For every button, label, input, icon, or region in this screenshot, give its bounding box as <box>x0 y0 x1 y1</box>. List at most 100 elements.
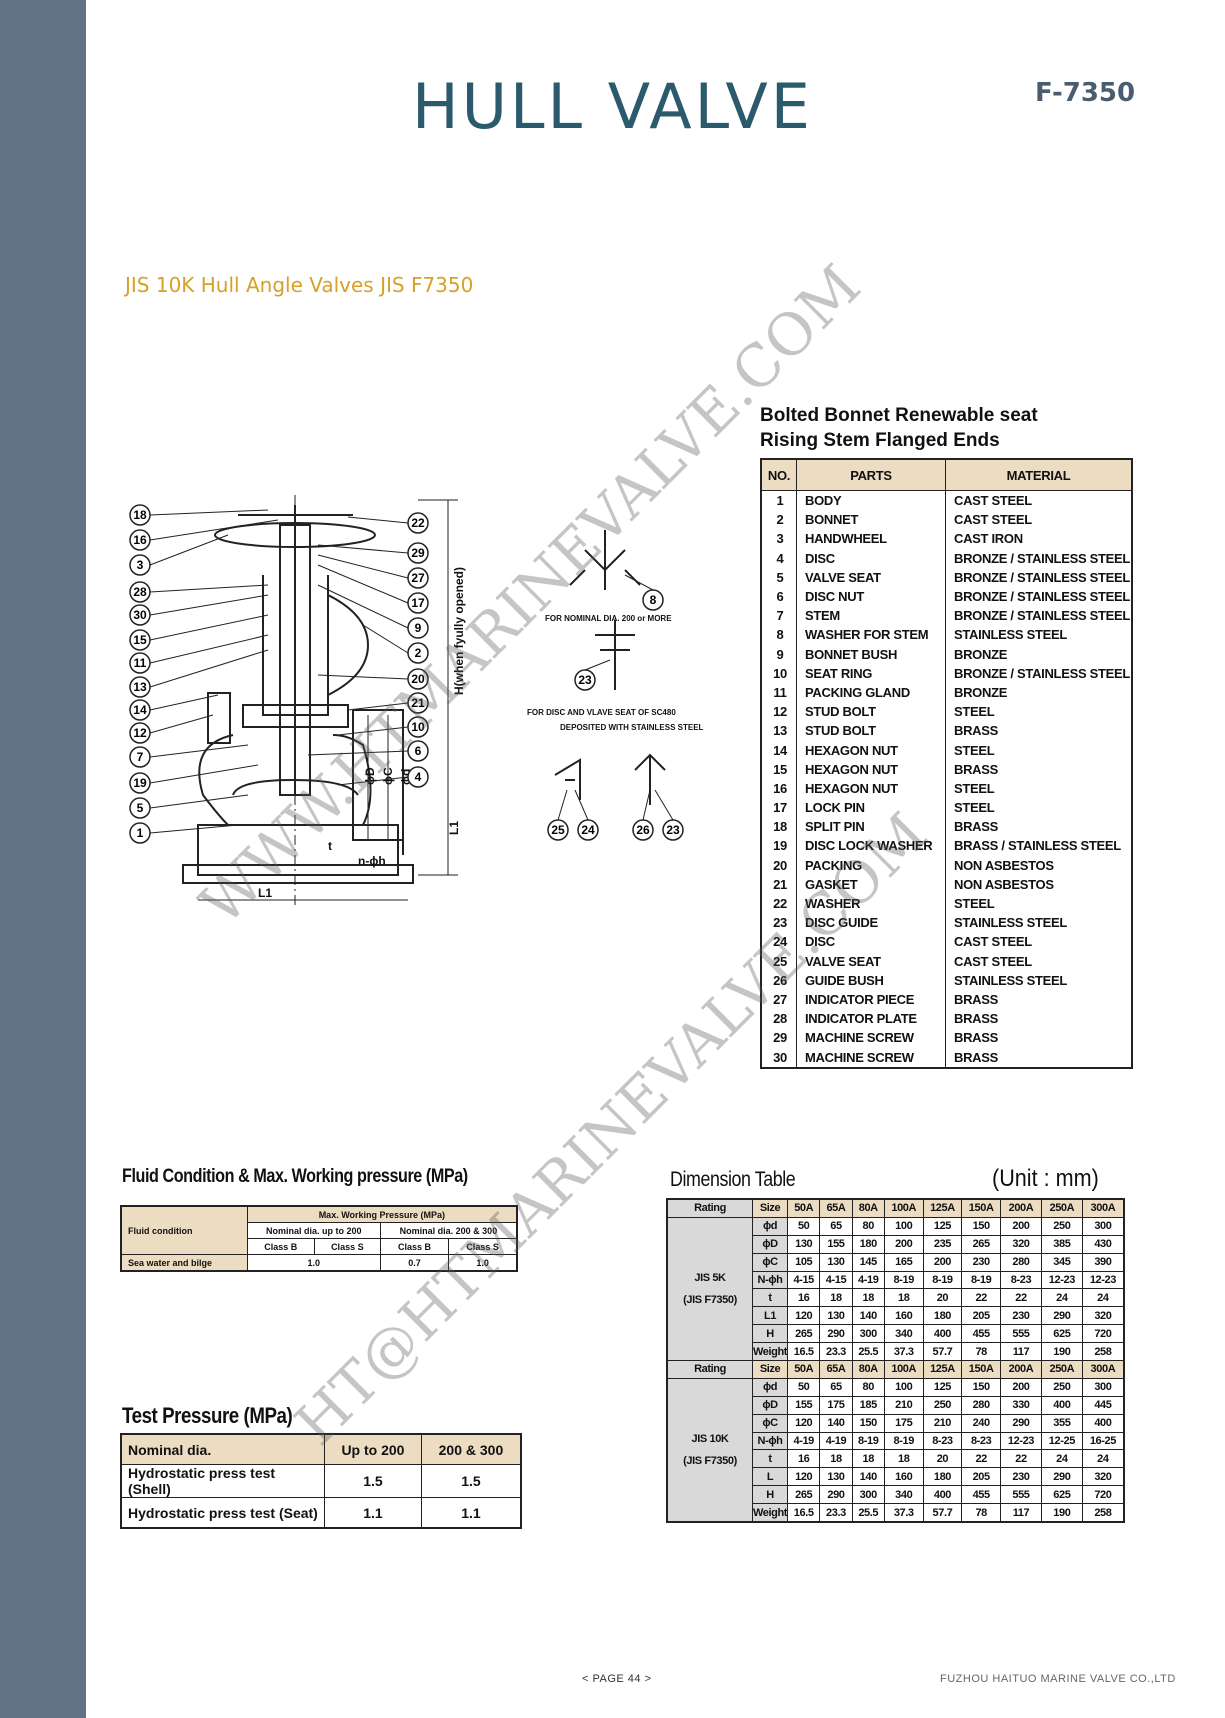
part-material: STAINLESS STEEL <box>945 625 1133 645</box>
balloon-label: 11 <box>134 656 147 670</box>
header-parts: PARTS <box>796 458 946 491</box>
balloon-label: 22 <box>411 516 425 530</box>
size-label: Size <box>751 1360 789 1379</box>
dimension-value: 140 <box>819 1413 853 1433</box>
part-balloon: 14 <box>129 694 219 721</box>
part-name: STEM <box>796 606 946 626</box>
part-balloon: 5 <box>129 794 249 819</box>
part-balloon: 15 <box>129 614 269 651</box>
dimension-value: 16 <box>787 1449 821 1469</box>
part-material: BRONZE <box>945 644 1133 664</box>
dimension-value: 175 <box>819 1395 853 1415</box>
dimension-value: 258 <box>1081 1342 1125 1362</box>
part-number: 2 <box>760 510 797 530</box>
class-s-1: Class S <box>313 1238 381 1255</box>
dimension-value: 340 <box>883 1485 924 1505</box>
dimension-value: 150 <box>961 1216 1002 1236</box>
part-material: STEEL <box>945 702 1133 722</box>
dimension-symbol: Weight <box>751 1342 789 1362</box>
dimension-value: 22 <box>1000 1449 1042 1469</box>
pressure-value-1: 1.0 <box>246 1254 381 1272</box>
balloon-label: 15 <box>133 633 147 647</box>
dimension-value: 290 <box>1000 1413 1042 1433</box>
part-balloon: 28 <box>129 581 269 603</box>
balloon-label: 23 <box>666 823 680 837</box>
size-column-header: 50A <box>787 1198 821 1218</box>
detail-drawing: FOR NOMINAL DIA. 200 or MORE FOR DISC AN… <box>527 530 704 841</box>
dimension-value: 280 <box>1000 1252 1042 1272</box>
dimension-value: 210 <box>922 1413 963 1433</box>
part-number: 29 <box>760 1028 797 1048</box>
dimension-value: 720 <box>1081 1324 1125 1344</box>
dimension-value: 300 <box>851 1324 885 1344</box>
dimension-value: 290 <box>819 1485 853 1505</box>
part-number: 13 <box>760 721 797 741</box>
part-number: 23 <box>760 913 797 933</box>
part-balloon: 22 <box>347 512 429 534</box>
dimension-value: 18 <box>883 1449 924 1469</box>
part-number: 6 <box>760 586 797 607</box>
dim-n-h: n-ϕh <box>358 854 386 868</box>
dimension-value: 4-19 <box>787 1431 821 1451</box>
dim-phi-c: ϕC <box>381 767 395 785</box>
size-column-header: 300A <box>1081 1360 1125 1379</box>
part-name: DISC NUT <box>796 586 946 607</box>
dimension-value: 4-19 <box>851 1270 885 1290</box>
part-name: GUIDE BUSH <box>796 970 946 990</box>
dimension-value: 8-23 <box>922 1431 963 1451</box>
part-material: BRONZE / STAINLESS STEEL <box>945 567 1133 587</box>
part-number: 14 <box>760 740 797 760</box>
dimension-value: 250 <box>922 1395 963 1415</box>
part-material: STAINLESS STEEL <box>945 913 1133 933</box>
balloon-label: 13 <box>133 680 147 694</box>
part-balloon: 9 <box>317 584 429 639</box>
dimension-value: 400 <box>922 1324 963 1344</box>
dimension-value: 205 <box>961 1467 1002 1487</box>
rating-label: Rating <box>666 1360 753 1379</box>
part-number: 22 <box>760 893 797 914</box>
balloon-label: 20 <box>411 672 425 686</box>
rating-standard: JIS 10K <box>691 1432 729 1445</box>
size-column-header: 65A <box>819 1360 853 1379</box>
dimension-value: 150 <box>961 1377 1002 1397</box>
dimension-value: 455 <box>961 1324 1002 1344</box>
dimension-value: 290 <box>1040 1467 1083 1487</box>
part-name: BONNET <box>796 510 946 530</box>
size-column-header: 80A <box>851 1360 885 1379</box>
part-material: BRASS <box>945 759 1133 779</box>
dimension-value: 37.3 <box>883 1503 924 1523</box>
group-200-300: Nominal dia. 200 & 300 <box>379 1222 518 1239</box>
part-balloon: 16 <box>129 519 279 551</box>
dimension-value: 280 <box>961 1395 1002 1415</box>
dim-l1-side: L1 <box>447 821 461 835</box>
dimension-value: 330 <box>1000 1395 1042 1415</box>
dimension-value: 18 <box>819 1288 853 1308</box>
dimension-value: 8-23 <box>961 1431 1002 1451</box>
part-balloon: 26 <box>632 789 654 841</box>
size-column-header: 125A <box>922 1360 963 1379</box>
balloon-label: 26 <box>636 823 650 837</box>
dimension-value: 300 <box>1081 1377 1125 1397</box>
dimension-symbol: N-ϕh <box>751 1431 789 1451</box>
dimension-value: 130 <box>819 1306 853 1326</box>
dimension-value: 130 <box>787 1234 821 1254</box>
dimension-value: 345 <box>1040 1252 1083 1272</box>
left-sidebar-bar <box>0 0 86 1718</box>
dimension-value: 120 <box>787 1306 821 1326</box>
dimension-value: 555 <box>1000 1324 1042 1344</box>
part-material: BRASS / STAINLESS STEEL <box>945 836 1133 856</box>
dimension-value: 145 <box>851 1252 885 1272</box>
spec-line-1: Bolted Bonnet Renewable seat <box>760 405 1038 426</box>
